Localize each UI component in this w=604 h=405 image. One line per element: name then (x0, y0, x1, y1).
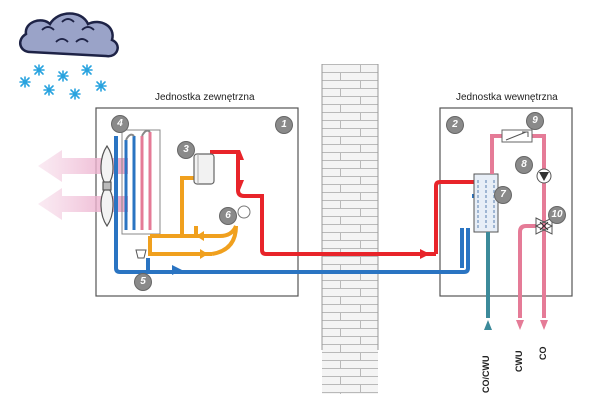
outdoor-unit-title: Jednostka zewnętrzna (155, 92, 255, 103)
four-way-valve-icon (237, 205, 251, 219)
output-label-co: CO (538, 346, 548, 361)
brick-wall (321, 64, 379, 394)
pump-icon (536, 168, 552, 184)
component-badge-9: 9 (526, 112, 544, 130)
heater-icon (501, 129, 533, 143)
expansion-valve-icon (135, 249, 147, 259)
fan-icon (100, 144, 114, 228)
heat-exchanger-icon (473, 173, 499, 233)
output-label-co-cwu: CO/CWU (481, 355, 491, 394)
cold-return-line (146, 228, 470, 274)
component-badge-2: 2 (446, 116, 464, 134)
component-badge-6: 6 (219, 207, 237, 225)
hot-supply-line (210, 150, 436, 256)
component-badge-5: 5 (134, 273, 152, 291)
component-badge-8: 8 (515, 156, 533, 174)
snow-cloud-icon (18, 12, 119, 100)
warm-refrigerant-loop (148, 176, 238, 256)
component-badge-4: 4 (111, 115, 129, 133)
three-way-valve-icon (534, 217, 554, 235)
component-badge-3: 3 (177, 141, 195, 159)
output-label-cwu: CWU (514, 350, 524, 373)
evaporator-coil (121, 129, 161, 235)
indoor-unit-title: Jednostka wewnętrzna (456, 92, 558, 103)
compressor-icon (193, 153, 215, 185)
component-badge-10: 10 (548, 206, 566, 224)
component-badge-1: 1 (275, 116, 293, 134)
component-badge-7: 7 (494, 186, 512, 204)
